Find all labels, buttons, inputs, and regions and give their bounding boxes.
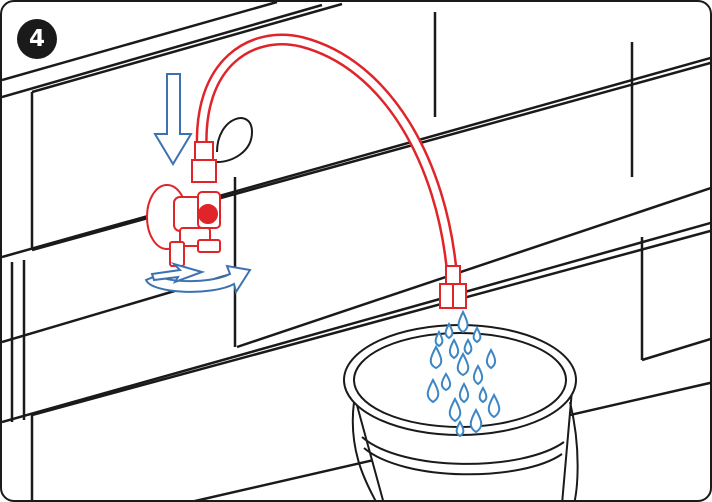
step-number-badge: 4 <box>17 19 57 59</box>
arrow-down-icon <box>155 74 191 164</box>
red-hose <box>202 40 452 274</box>
rotate-arrow-icon <box>146 264 250 292</box>
hose-nut-top <box>192 142 216 182</box>
hose-loop <box>217 118 252 162</box>
angle-valve <box>147 185 220 266</box>
